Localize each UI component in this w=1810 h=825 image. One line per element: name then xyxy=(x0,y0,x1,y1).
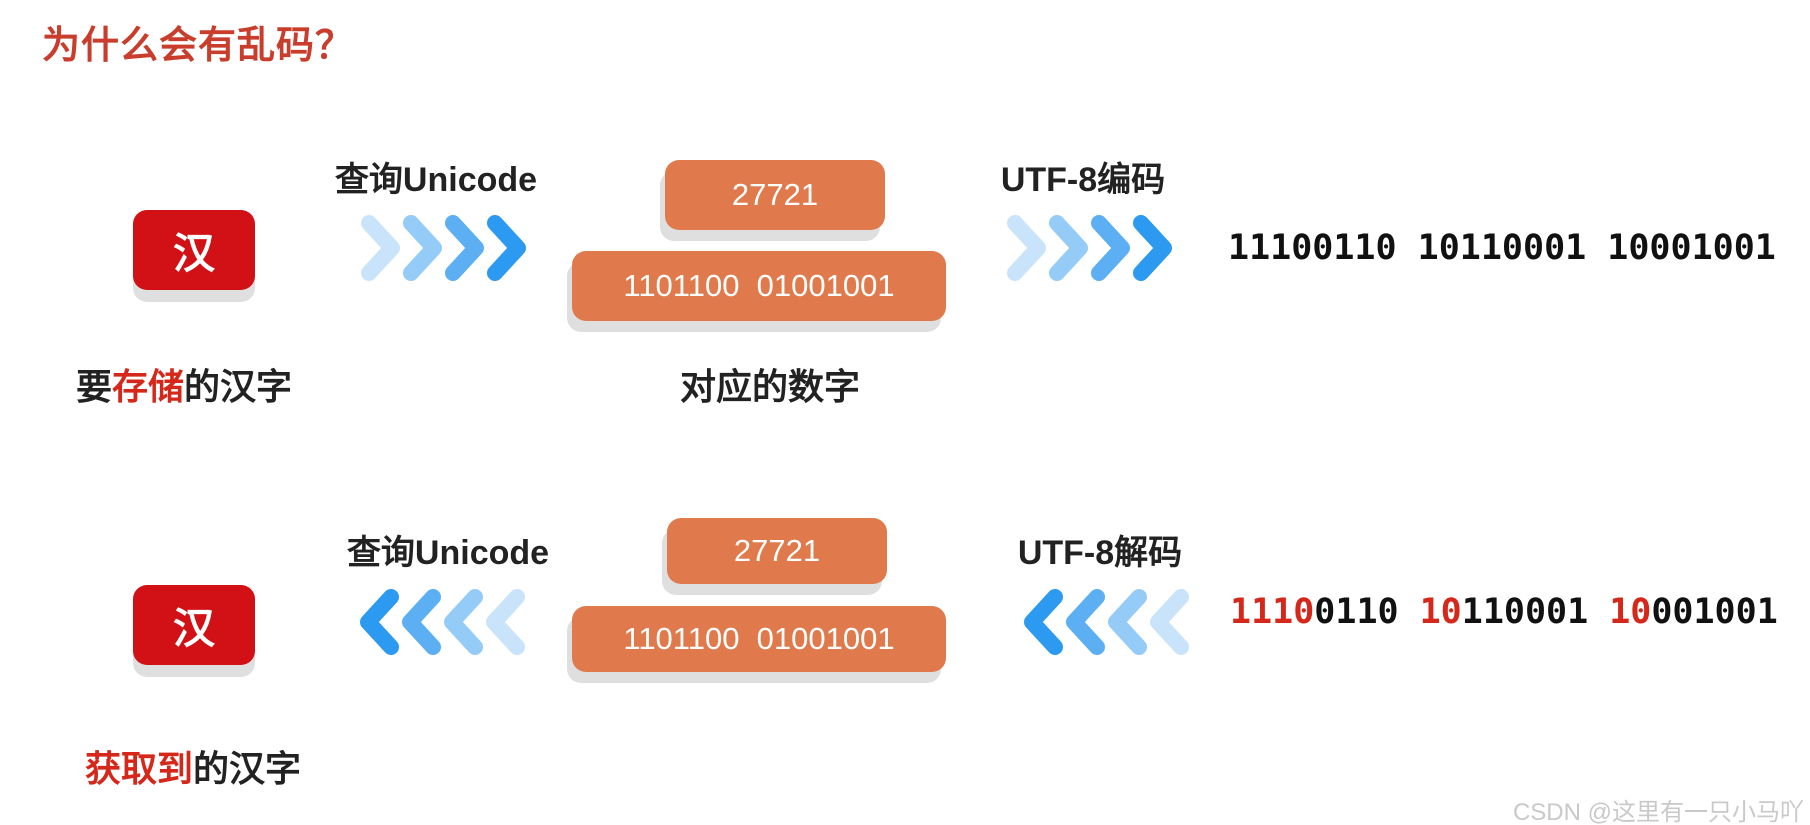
utf8-data-bits: 0110 xyxy=(1314,592,1399,632)
decode-codepoint-box: 27721 xyxy=(667,518,887,584)
decode-codepoint-binary-box: 1101100 01001001 xyxy=(572,606,946,672)
caption-text: 的汉字 xyxy=(193,748,302,789)
chevron-left-icon xyxy=(360,589,399,655)
chevron-left-icon xyxy=(1108,589,1147,655)
encode-codepoint-binary-box: 1101100 01001001 xyxy=(572,251,946,321)
encode-query-unicode-label: 查询Unicode xyxy=(334,161,538,199)
encode-flow-arrow-right-1 xyxy=(356,212,526,284)
caption-highlight: 获取到 xyxy=(85,748,194,789)
encode-flow-arrow-right-2 xyxy=(1002,212,1172,284)
codepoint-binary-value: 1101100 01001001 xyxy=(623,268,895,303)
caption-text: 的汉字 xyxy=(184,366,293,407)
encode-codepoint-box: 27721 xyxy=(665,160,885,230)
decode-char-box: 汉 xyxy=(133,585,255,665)
decode-flow-arrow-left-1 xyxy=(356,586,525,658)
utf8-binary-result: 11100110 10110001 10001001 xyxy=(1228,228,1776,268)
chevron-left-icon xyxy=(1150,589,1189,655)
chevron-right-icon xyxy=(1091,215,1130,281)
utf8-prefix-bits: 10 xyxy=(1419,592,1462,632)
chevron-left-icon xyxy=(444,589,483,655)
watermark: CSDN @这里有一只小马吖 xyxy=(1512,799,1804,825)
codepoint-binary-value: 1101100 01001001 xyxy=(623,621,895,656)
utf8-byte: 10001001 xyxy=(1609,592,1778,632)
chevron-right-icon xyxy=(445,215,484,281)
utf8-prefix-bits: 1110 xyxy=(1230,592,1315,632)
number-caption: 对应的数字 xyxy=(679,366,860,407)
chevron-right-icon xyxy=(1007,215,1046,281)
utf8-byte: 11100110 xyxy=(1230,592,1399,632)
decode-char-text: 汉 xyxy=(172,604,215,652)
chevron-left-icon xyxy=(1024,589,1063,655)
chevron-left-icon xyxy=(1066,589,1105,655)
utf8-prefix-bits: 10 xyxy=(1609,592,1652,632)
utf8-byte: 10110001 xyxy=(1420,592,1589,632)
caption-highlight: 存储 xyxy=(112,366,185,407)
chevron-right-icon xyxy=(361,215,400,281)
decode-query-unicode-label: 查询Unicode xyxy=(346,534,550,572)
chevron-right-icon xyxy=(403,215,442,281)
utf8-data-bits: 001001 xyxy=(1651,592,1778,632)
utf8-data-bits: 110001 xyxy=(1461,592,1589,632)
encode-char-box: 汉 xyxy=(133,210,255,290)
stored-char-caption: 要存储的汉字 xyxy=(76,358,292,410)
chevron-right-icon xyxy=(1133,215,1172,281)
codepoint-value: 27721 xyxy=(731,177,819,212)
chevron-left-icon xyxy=(486,589,525,655)
encode-char-text: 汉 xyxy=(172,229,215,277)
chevron-right-icon xyxy=(1049,215,1088,281)
decode-flow-arrow-left-2 xyxy=(1020,586,1189,658)
page-title: 为什么会有乱码？ xyxy=(42,25,355,67)
chevron-right-icon xyxy=(487,215,526,281)
caption-text: 要 xyxy=(76,366,113,407)
fetched-char-caption: 获取到的汉字 xyxy=(85,740,301,792)
codepoint-value: 27721 xyxy=(733,533,821,568)
utf8-decode-label: UTF-8解码 xyxy=(1017,534,1183,572)
utf8-encode-label: UTF-8编码 xyxy=(1000,161,1166,199)
chevron-left-icon xyxy=(402,589,441,655)
